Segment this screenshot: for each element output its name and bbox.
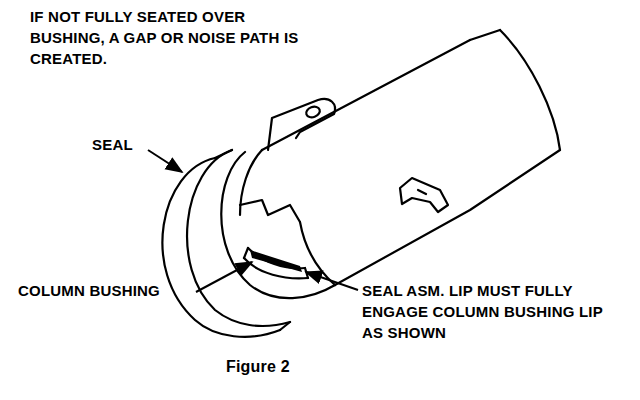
instruction-note: SEAL ASM. LIP MUST FULLY ENGAGE COLUMN B… xyxy=(362,280,612,343)
bushing-lip xyxy=(250,250,302,272)
figure-caption: Figure 2 xyxy=(226,356,290,377)
column-bushing xyxy=(244,248,308,278)
retaining-clip xyxy=(400,178,448,212)
leader-line xyxy=(196,262,252,292)
column-edge xyxy=(335,150,560,285)
note-text: IF NOT FULLY SEATED OVER BUSHING, A GAP … xyxy=(30,6,320,69)
retaining-clip xyxy=(418,190,426,194)
column-edge xyxy=(262,40,470,150)
bracket-hole xyxy=(305,105,322,119)
seal-ring xyxy=(215,150,290,330)
part-name: SEAL xyxy=(92,134,152,155)
bracket-tab xyxy=(268,99,335,150)
part-name: COLUMN BUSHING xyxy=(18,280,198,301)
leader-line xyxy=(306,272,358,290)
seal-ring xyxy=(187,150,290,326)
column-edge xyxy=(470,30,500,40)
leader-line xyxy=(148,150,182,172)
column-end xyxy=(500,30,560,150)
seal-outer-lip xyxy=(162,158,280,337)
seal-notch xyxy=(240,200,300,222)
